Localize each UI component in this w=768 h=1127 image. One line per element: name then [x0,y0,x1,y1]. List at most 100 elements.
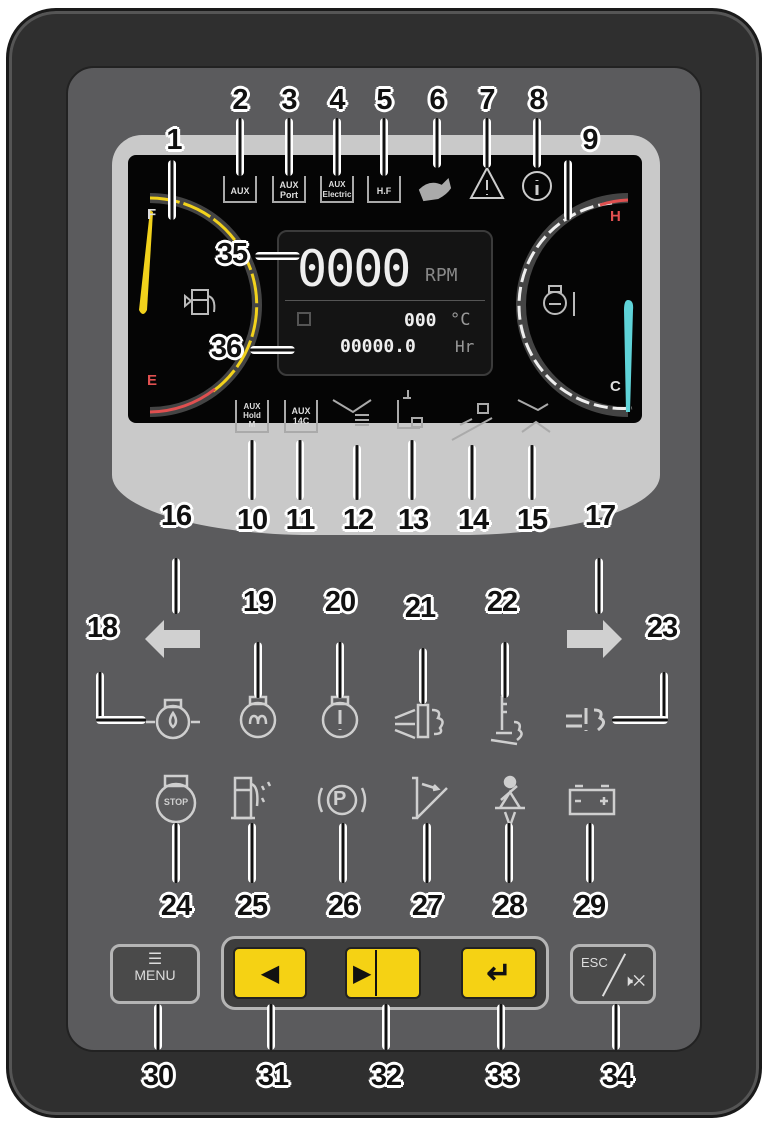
callout-20: 20 [324,586,356,618]
callout-16: 16 [160,500,192,532]
callout-2: 2 [232,84,248,116]
callout-7: 7 [479,84,495,116]
esc-mute-button[interactable]: ESC 🕨✕ [570,944,656,1004]
callout-line [285,118,293,176]
callout-line [501,642,509,698]
callout-18: 18 [86,612,118,644]
callout-15: 15 [516,504,548,536]
temp-cold-label: C [610,378,621,395]
callout-line [380,118,388,176]
turn-right-arrow-icon [567,620,622,658]
callout-line [96,672,104,724]
callout-line [236,118,244,176]
callout-line [254,642,262,698]
park-label: P [333,788,347,810]
menu-button[interactable]: ☰MENU [110,944,200,1004]
hf-label: H.F [376,186,392,196]
callout-13: 13 [397,504,429,536]
aux-label: AUX [230,186,250,196]
callout-line [255,252,300,260]
coolant-temp-icon [543,285,575,316]
callout-6: 6 [429,84,445,116]
callout-line [528,445,536,500]
lift-lock-icon [397,390,420,429]
menu-label: MENU [134,967,176,983]
callout-line [497,1004,505,1050]
engine-oil-pressure-icon [146,698,200,740]
engine-malfunction-icon [321,695,359,739]
seat-belt-icon [495,775,525,830]
turn-left-arrow-icon [145,620,200,658]
callout-line [172,558,180,614]
aux-hold-icon [235,400,269,433]
esc-label: ESC [581,955,608,970]
callout-25: 25 [236,890,268,922]
callout-27: 27 [411,890,443,922]
callout-line [339,823,347,883]
parking-brake-icon [317,784,367,816]
aux-electric-icon [320,176,354,203]
callout-24: 24 [160,890,192,922]
temp-hot-label: H [610,208,621,225]
air-filter-icon [394,703,444,740]
callout-9: 9 [582,124,598,156]
hours-unit: Hr [455,337,475,356]
seat-bar-icon [412,776,448,820]
callout-line [468,445,476,500]
right-triangle-icon: ▶ [353,959,372,987]
callout-line [96,716,146,724]
temp-needle [624,300,634,412]
hydraulic-oil-temp-icon [490,696,523,746]
callout-line [382,1004,390,1050]
callout-5: 5 [376,84,392,116]
callout-line [564,160,572,220]
callout-12: 12 [342,504,374,536]
callout-line [505,823,513,883]
rabbit-icon [418,178,452,202]
callout-11: 11 [285,504,316,536]
engine-stop-icon [155,774,197,824]
fuel-pump-icon [184,289,216,315]
callout-3: 3 [281,84,297,116]
callout-35: 35 [216,238,248,270]
callout-21: 21 [404,592,436,624]
rpm-unit: RPM [425,265,458,286]
divider [375,950,378,996]
callout-line [408,440,416,500]
right-camera-button[interactable]: ▶ [345,947,421,999]
fuel-water-separator-icon [231,776,272,820]
callout-8: 8 [529,84,545,116]
callout-line [333,118,341,176]
stop-label: STOP [163,797,189,807]
fuel-full-label: F [147,206,157,223]
mute-icon: 🕨✕ [623,973,646,990]
rpm-value: 0000 [297,240,411,298]
callout-line [168,160,176,220]
enter-icon: ↵ [486,956,512,990]
aux-14c-icon [284,400,318,433]
callout-26: 26 [327,890,359,922]
callout-line [533,118,541,168]
left-button[interactable]: ◀ [233,947,307,999]
callout-line [154,1004,162,1050]
callout-1: 1 [166,124,182,156]
callout-line [586,823,594,883]
callout-line [423,823,431,883]
dpf-icon [566,708,605,732]
callout-36: 36 [210,332,242,364]
callout-10: 10 [236,504,268,536]
callout-19: 19 [242,586,274,618]
callout-line [353,445,361,500]
callout-line [433,118,441,168]
callout-17: 17 [584,500,616,532]
callout-line [296,440,304,500]
callout-30: 30 [142,1060,174,1092]
enter-button[interactable]: ↵ [461,947,537,999]
hours-value: 00000.0 [340,336,416,357]
callout-14: 14 [457,504,489,536]
coolant-value: 000 [404,310,437,331]
